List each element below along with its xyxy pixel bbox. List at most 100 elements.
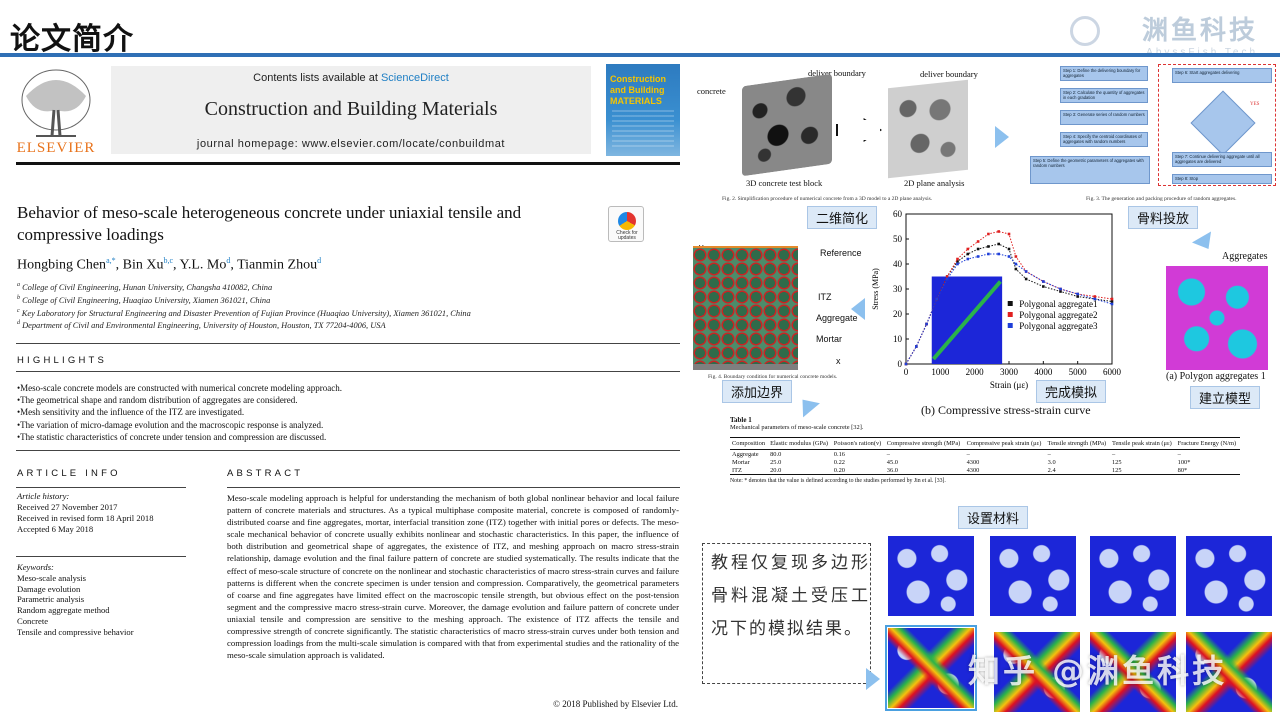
aggregate-label: Aggregate: [816, 313, 858, 323]
legend-marker: [1007, 301, 1013, 306]
table-title: Table 1: [730, 416, 752, 424]
series-point: [1093, 295, 1097, 298]
series-point: [1042, 280, 1045, 283]
keyword: Damage evolution: [17, 583, 81, 594]
series-point: [925, 322, 928, 326]
article-history: Article history: Received 27 November 20…: [17, 491, 192, 535]
inset-crack-band: [931, 280, 1002, 361]
table-header: Elastic modulus (GPa): [768, 437, 832, 450]
table-cell: 20.0: [768, 466, 832, 475]
damage-result-image: [990, 536, 1076, 616]
highlights-bottom-rule: [16, 450, 680, 451]
author-affil-sup[interactable]: a,*: [106, 256, 116, 265]
affil-sup: d: [17, 320, 20, 327]
flow-arrow-up-icon: [794, 392, 820, 418]
x-tick-label: 0: [904, 367, 909, 377]
header-divider: [16, 162, 680, 165]
flow-step-8: Step 8: Stop: [1172, 174, 1272, 184]
keyword: Random aggregate method: [17, 605, 110, 616]
flow-arrow-down-icon: [1191, 231, 1219, 255]
affil-sup: a: [17, 282, 20, 288]
series-point: [956, 257, 959, 261]
series-point: [966, 257, 970, 261]
series-point: [966, 252, 970, 256]
flow-arrow-right-icon: [866, 668, 880, 690]
history-received: Received 27 November 2017: [17, 502, 118, 512]
y-tick-label: 10: [893, 334, 903, 344]
article-title: Behavior of meso-scale heterogeneous con…: [17, 203, 522, 244]
highlight-item: Meso-scale concrete models are construct…: [17, 382, 677, 394]
affil-sup: c: [17, 307, 20, 314]
mechanical-parameters-table: Table 1 Mechanical parameters of meso-sc…: [730, 416, 1240, 484]
series-point: [997, 252, 1000, 256]
plane-caption: 2D plane analysis: [904, 178, 965, 188]
journal-header: ELSEVIER Contents lists available at Sci…: [16, 62, 680, 160]
keywords-label: Keywords:: [17, 562, 54, 572]
polygon-aggregates-image: [1166, 266, 1268, 370]
table-cell: Aggregate: [732, 450, 759, 458]
chart-title: (b) Compressive stress-strain curve: [921, 403, 1091, 417]
series-point: [904, 362, 908, 366]
series-point: [935, 297, 939, 301]
table-cell: 80*: [1175, 466, 1240, 475]
series-point: [1110, 302, 1114, 306]
series-point: [945, 277, 949, 281]
boundary-model-image: [693, 248, 798, 370]
paper-first-page: ELSEVIER Contents lists available at Sci…: [16, 62, 680, 714]
author-affil-sup[interactable]: d: [226, 256, 231, 265]
affil-text: Department of Civil and Environmental En…: [22, 321, 386, 331]
damage-result-image: [1090, 632, 1176, 712]
y-tick-label: 0: [898, 359, 903, 369]
keyword: Tensile and compressive behavior: [17, 626, 134, 637]
history-label: Article history:: [17, 491, 70, 501]
series-point: [1014, 267, 1018, 271]
author-name: Y.L. Mo: [179, 257, 227, 273]
series-point: [1014, 262, 1018, 266]
table-cell: 36.0: [884, 466, 965, 475]
series-point: [956, 262, 959, 266]
series-point: [1059, 290, 1062, 293]
elsevier-tree-logo: [21, 69, 91, 137]
sciencedirect-link[interactable]: ScienceDirect: [380, 72, 449, 84]
journal-name: Construction and Building Materials: [204, 98, 498, 120]
flowchart-dashed-region: [1158, 64, 1276, 186]
damage-result-image: [888, 536, 974, 616]
series-point: [966, 247, 970, 251]
history-accepted: Accepted 6 May 2018: [17, 524, 94, 534]
journal-homepage[interactable]: journal homepage: www.elsevier.com/locat…: [196, 138, 506, 150]
contents-line: Contents lists available at ScienceDirec…: [111, 72, 591, 84]
y-axis-label: Stress (MPa): [871, 268, 880, 310]
damage-result-image: [994, 632, 1080, 712]
y-tick-label: 50: [893, 234, 903, 244]
author-affil-sup[interactable]: b,c: [163, 256, 174, 265]
table-header: Poisson's ration(v): [831, 437, 885, 450]
series-point: [1024, 270, 1028, 273]
series-point: [997, 230, 1000, 233]
label-aggregate-delivery: 骨料投放: [1128, 206, 1199, 229]
concrete-label: concrete: [697, 86, 726, 96]
zhihu-watermark: 知乎 @渊鱼科技: [968, 652, 1228, 690]
flow-yes-label: YES: [1250, 102, 1260, 107]
flow-step-6: Step 6: Start aggregates delivering: [1172, 68, 1272, 83]
table-cell: 4300: [964, 466, 1046, 475]
reference-label: Reference: [820, 248, 862, 258]
legend-entry: Polygonal aggregate2: [1019, 310, 1097, 320]
table-cell: –: [1177, 450, 1181, 458]
check-for-updates-badge[interactable]: Check for updates: [608, 206, 644, 242]
keyword: Parametric analysis: [17, 594, 85, 605]
itz-label: ITZ: [818, 292, 832, 302]
label-build-model: 建立模型: [1190, 386, 1261, 409]
series-point: [1076, 292, 1079, 296]
damage-result-image: [1186, 632, 1272, 712]
series-line: [905, 230, 1113, 365]
flow-step: Step 1: Define the delivering boundary f…: [1060, 66, 1148, 81]
author-name: Bin Xu: [122, 257, 164, 273]
author-affil-sup[interactable]: d: [317, 256, 322, 265]
table-cell: Mortar: [732, 458, 750, 466]
table-cell: 25.0: [770, 458, 782, 466]
damage-result-image: [1090, 536, 1176, 616]
table-header: Composition: [730, 437, 769, 450]
author-name: Hongbing Chen: [17, 257, 107, 273]
table-cell: 45.0: [886, 458, 898, 466]
fig3-caption: Fig. 3. The generation and packing proce…: [1086, 196, 1237, 202]
